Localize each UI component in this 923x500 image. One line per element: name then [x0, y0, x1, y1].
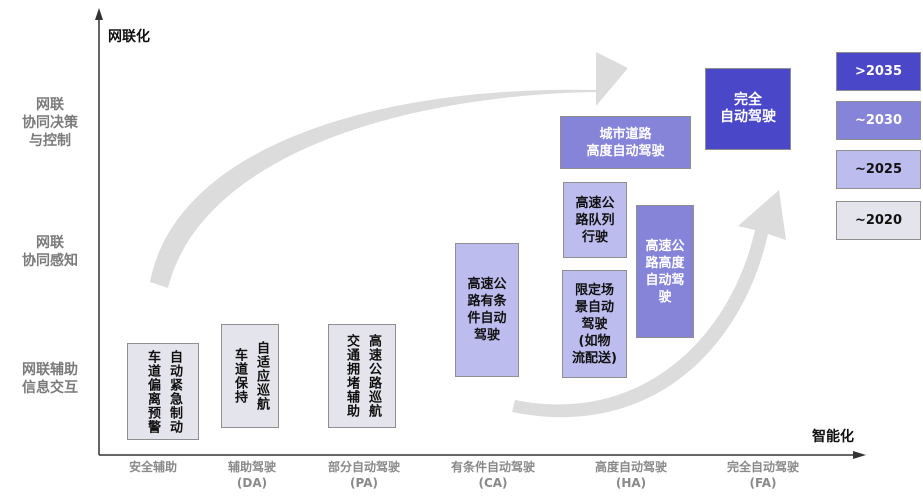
- upper-curved-arrow: [150, 52, 628, 288]
- box-full-auto: 完全 自动驾驶: [705, 68, 791, 150]
- lower-curved-arrow: [512, 190, 786, 418]
- box-highway-high-auto: 高速公 路高度 自动驾 驶: [636, 205, 694, 338]
- box-adaptive-cruise: 自适应巡航: [254, 341, 269, 411]
- y-level-assisted-info: 网联辅助 信息交互: [22, 362, 78, 396]
- box-lane-departure-warning: 车道偏离预警: [145, 349, 160, 434]
- legend-2025: ~2025: [836, 150, 921, 189]
- y-axis-title: 网联化: [108, 29, 150, 45]
- box-partial-auto: 交通拥堵辅助 高速公路巡航: [328, 324, 396, 428]
- y-level-coordinated-decision: 网联 协同决策 与控制: [22, 97, 78, 149]
- x-axis-arrowhead: [853, 451, 866, 459]
- box-highway-conditional-auto: 高速公 路有条 件自动 驾驶: [455, 243, 519, 377]
- x-axis-title: 智能化: [812, 429, 854, 445]
- box-highway-cruise: 高速公路巡航: [366, 334, 381, 418]
- legend-2030: ~2030: [836, 101, 921, 140]
- box-traffic-jam-assist: 交通拥堵辅助: [344, 334, 359, 418]
- legend-2035: >2035: [836, 52, 921, 91]
- x-level-fa: 完全自动驾驶 (FA): [726, 460, 799, 490]
- x-level-ha: 高度自动驾驶 (HA): [594, 460, 667, 490]
- x-level-pa: 部分自动驾驶 (PA): [327, 460, 400, 490]
- box-auto-emergency-braking: 自动紧急制动: [167, 349, 182, 434]
- box-safety-assist: 车道偏离预警 自动紧急制动: [127, 343, 199, 440]
- box-driver-assist: 车道保持 自适应巡航: [221, 324, 279, 428]
- x-level-ca: 有条件自动驾驶 (CA): [450, 460, 535, 490]
- y-axis-arrowhead: [95, 8, 103, 20]
- y-level-coordinated-perception: 网联 协同感知: [22, 235, 78, 269]
- box-lane-keeping: 车道保持: [232, 348, 247, 404]
- box-highway-platooning: 高速公 路队列 行驶: [563, 182, 627, 258]
- x-level-da: 辅助驾驶 (DA): [227, 460, 276, 490]
- box-urban-high-auto: 城市道路 高度自动驾驶: [560, 116, 691, 169]
- legend-2020: ~2020: [836, 201, 921, 240]
- box-limited-scenario-auto: 限定场 景自动 驾驶 (如物 流配送): [562, 270, 627, 378]
- x-level-safety-assist: 安全辅助: [128, 460, 177, 474]
